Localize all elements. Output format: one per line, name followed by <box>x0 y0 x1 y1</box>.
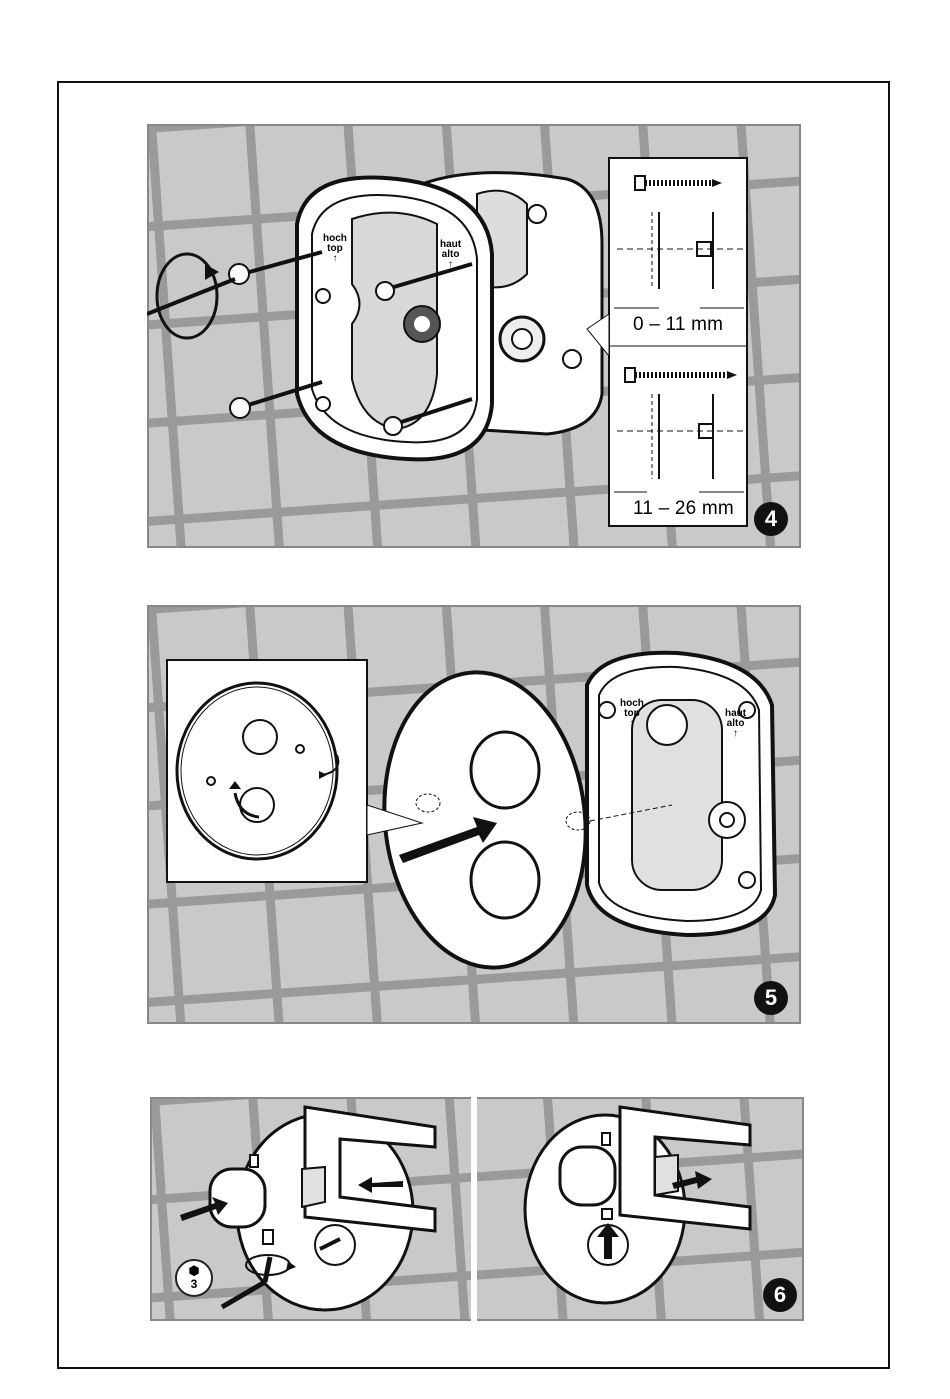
step-6-panel: ⬢ 3 6 <box>150 1097 804 1321</box>
step-number-badge: 6 <box>763 1278 797 1312</box>
hex-key-size-note: ⬢ 3 <box>175 1259 213 1297</box>
step-number-badge: 5 <box>754 981 788 1015</box>
step-5-illustration <box>147 605 801 1024</box>
installed-frame <box>587 653 775 935</box>
step-6-illustration <box>150 1097 804 1321</box>
measurement-long: 11 – 26 mm <box>631 498 736 520</box>
hexagon-icon: ⬢ <box>177 1264 211 1278</box>
step-number-badge: 4 <box>754 502 788 536</box>
measurement-short: 0 – 11 mm <box>631 314 725 336</box>
step-4-illustration <box>147 124 801 548</box>
screw-length-inset <box>587 158 747 526</box>
